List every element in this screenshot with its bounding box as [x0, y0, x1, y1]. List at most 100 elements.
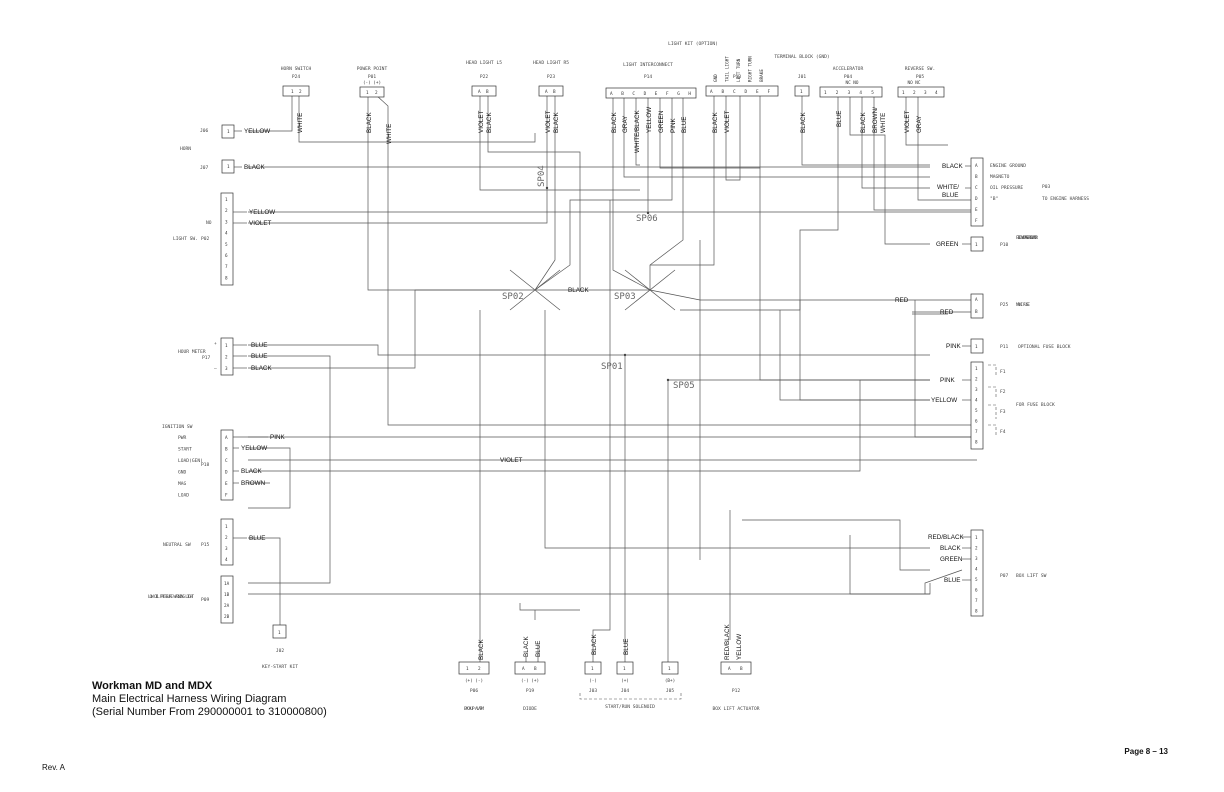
svg-text:BLACK: BLACK	[244, 164, 265, 171]
p13-pin-1: B	[722, 89, 725, 95]
svg-text:DIODE: DIODE	[523, 706, 537, 712]
p03-func-1: MAGNETO	[990, 174, 1010, 180]
p05-title: REVERSE SW.	[905, 66, 935, 72]
p23-title: HEAD LIGHT R5	[533, 60, 569, 66]
diagram-caption: Workman MD and MDX Main Electrical Harne…	[92, 680, 327, 719]
svg-text:PINK: PINK	[946, 343, 961, 350]
svg-text:(+) (-): (+) (-)	[465, 678, 483, 684]
svg-text:(-) (+): (-) (+)	[363, 80, 381, 86]
p03-func-3: "B"	[990, 196, 998, 202]
svg-text:BLACK: BLACK	[251, 365, 272, 372]
svg-text:YELLOW: YELLOW	[931, 397, 957, 404]
p13-func-3: RIGHT TURN	[748, 56, 754, 82]
p05-pin-1: 2	[913, 90, 916, 96]
p18-pin-3: D	[225, 470, 228, 476]
p24-code: P24	[292, 74, 301, 80]
fuse-pin-5: 6	[975, 419, 978, 425]
svg-text:BROWN/: BROWN/	[872, 107, 879, 133]
p04-pin-1: 2	[836, 90, 839, 96]
svg-text:BLUE: BLUE	[942, 192, 958, 199]
p07-pin-3: 4	[975, 567, 978, 573]
p13-code: P13	[733, 74, 742, 80]
svg-text:VIOLET: VIOLET	[904, 110, 911, 133]
p17-pin-2: 3	[225, 366, 228, 372]
svg-text:RED: RED	[895, 297, 909, 304]
svg-text:MAXI FUSE: MAXI FUSE	[1016, 302, 1030, 308]
svg-text:(-): (-)	[589, 678, 597, 684]
svg-text:BLACK: BLACK	[591, 634, 598, 655]
svg-text:YELLOW: YELLOW	[244, 128, 270, 135]
solenoid-bracket	[579, 693, 682, 700]
svg-text:SP03: SP03	[614, 292, 636, 302]
svg-text:(B+): (B+)	[665, 678, 675, 684]
svg-text:P10: P10	[1000, 242, 1009, 248]
svg-text:2: 2	[299, 89, 302, 95]
p18-func-4: MAG	[178, 481, 187, 487]
svg-text:BROWN: BROWN	[241, 480, 266, 487]
p13-pin-0: A	[710, 89, 713, 95]
p13-func-1: TAIL LIGHT	[725, 56, 731, 82]
wire-network	[248, 94, 978, 662]
p03-func-2: OIL PRESSURE	[990, 185, 1023, 191]
p18-func-3: GND	[178, 470, 187, 476]
p09-pin-0: 1A	[224, 581, 230, 587]
p05-code: P05	[916, 74, 925, 80]
svg-text:–: –	[214, 367, 217, 372]
connector-j06: J06 HORN 1 YELLOW	[180, 124, 270, 152]
svg-text:BLUE: BLUE	[681, 117, 688, 133]
p03-pin-3: D	[975, 196, 978, 202]
center-wire-labels: BLACK VIOLET RED	[500, 287, 909, 464]
connector-p23: HEAD LIGHT R5 P23 A B	[533, 60, 569, 97]
p22-code: P22	[480, 74, 489, 80]
p15-pin-1: 2	[225, 535, 228, 541]
svg-text:J06: J06	[200, 128, 209, 134]
svg-text:BACKUP ALARM: BACKUP ALARM	[464, 706, 484, 712]
p05-pin-3: 4	[935, 90, 938, 96]
svg-text:BLACK: BLACK	[800, 112, 807, 133]
p04-pin-4: 5	[871, 90, 874, 96]
svg-text:2: 2	[478, 666, 481, 672]
fuse-pin-3: 4	[975, 398, 978, 404]
caption-serial: (Serial Number From 290000001 to 3100008…	[92, 706, 327, 718]
svg-text:WHITE: WHITE	[297, 113, 304, 133]
p13-func-4: BRAKE	[759, 69, 765, 82]
connector-p24: HORN SWITCH P24 1 2	[281, 66, 311, 97]
j01-code: J01	[798, 74, 807, 80]
svg-text:A: A	[728, 666, 731, 672]
svg-text:TO ENGINE HARNESS: TO ENGINE HARNESS	[1042, 196, 1089, 202]
revision-label: Rev. A	[42, 763, 65, 772]
svg-text:1: 1	[591, 666, 594, 672]
svg-text:PINK: PINK	[940, 377, 955, 384]
svg-text:BLUE: BLUE	[535, 641, 542, 657]
p18-pin-4: E	[225, 481, 228, 487]
svg-text:B: B	[534, 666, 537, 672]
svg-text:BLACK: BLACK	[860, 112, 867, 133]
p18-pin-1: B	[225, 447, 228, 453]
svg-text:HOUR METER: HOUR METER	[178, 349, 206, 355]
p17-pin-0: 1	[225, 343, 228, 349]
p22-title: HEAD LIGHT L5	[466, 60, 502, 66]
svg-text:GREEN: GREEN	[940, 556, 963, 563]
svg-text:BLUE: BLUE	[623, 639, 630, 655]
svg-text:BLACK: BLACK	[611, 112, 618, 133]
p18-func-2: LOAD(GEN)	[178, 458, 203, 464]
p18-func-1: START	[178, 447, 192, 453]
svg-text:P11: P11	[1000, 344, 1009, 350]
top-wire-labels: WHITE BLACK WHITE VIOLET BLACK VIOLET BL…	[297, 107, 923, 153]
svg-text:OPTIONAL FUSE BLOCK: OPTIONAL FUSE BLOCK	[1018, 344, 1071, 350]
svg-text:GREEN: GREEN	[936, 241, 959, 248]
svg-text:YELLOW: YELLOW	[646, 107, 653, 133]
svg-text:NEUTRAL SW: NEUTRAL SW	[163, 542, 191, 548]
splices: SP04 SP06 SP02 SP03 SP01 SP05	[502, 165, 695, 391]
svg-text:BOX LIFT ACTUATOR: BOX LIFT ACTUATOR	[712, 706, 759, 712]
connector-j07: J07 1 BLACK	[200, 159, 265, 174]
p07-pin-5: 6	[975, 588, 978, 594]
svg-text:1: 1	[975, 344, 978, 350]
caption-title: Workman MD and MDX	[92, 680, 213, 692]
fuse-id-2: F3	[1000, 409, 1006, 415]
